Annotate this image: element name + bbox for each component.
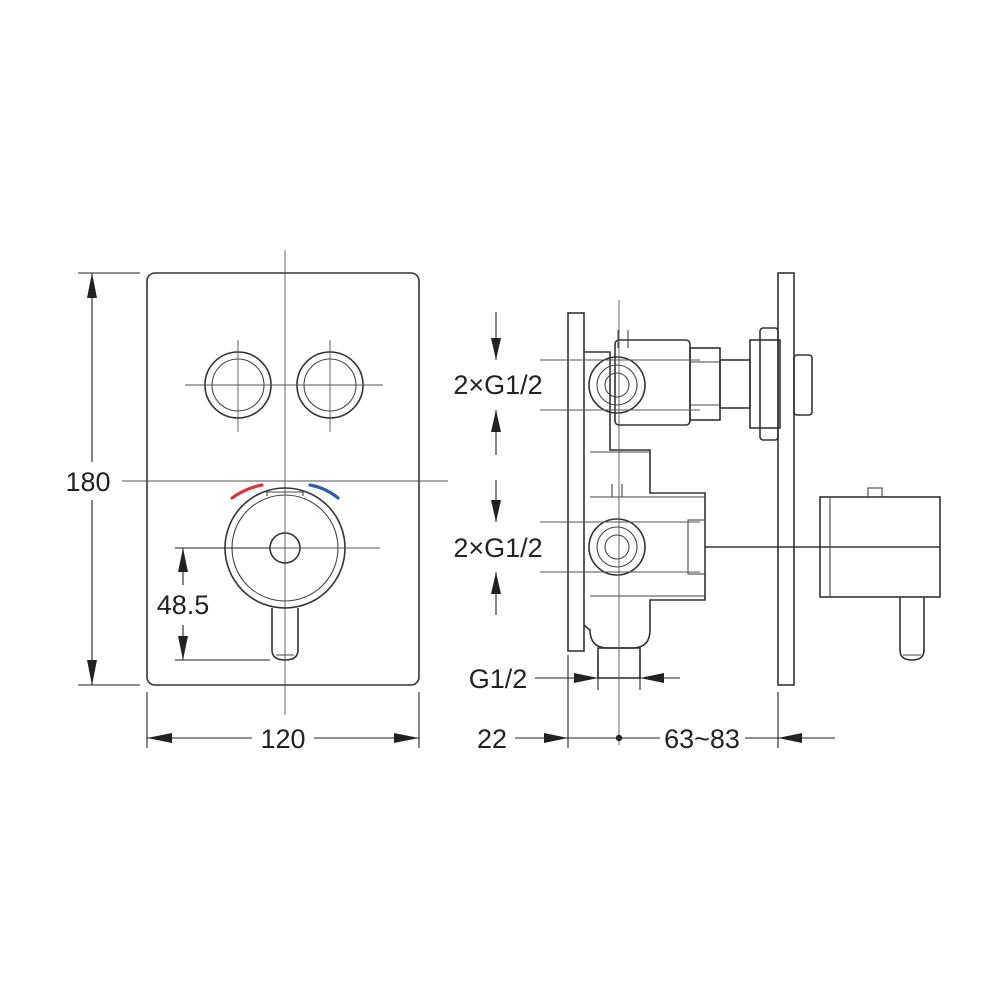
lower-port: [540, 484, 706, 576]
outlet-button-left: [185, 340, 291, 432]
mounting-plate: [567, 312, 585, 652]
cover-plate: [146, 272, 420, 686]
label-thread-bottom: G1/2: [469, 664, 528, 694]
lever-handle: [271, 608, 299, 661]
valve-body: [583, 351, 706, 649]
dimension-depth: [515, 655, 835, 748]
upper-cartridge: [614, 327, 813, 441]
dimension-handle-offset: [175, 547, 270, 661]
label-depth-range: 63~83: [664, 724, 740, 754]
label-width: 120: [260, 724, 305, 754]
label-height: 180: [65, 467, 110, 497]
wall-plate: [777, 272, 795, 686]
dimension-thread-lower: [491, 480, 501, 615]
upper-port: [540, 356, 700, 414]
dimension-width: [146, 692, 420, 748]
label-depth-front: 22: [477, 724, 507, 754]
spindle-lever: [705, 487, 941, 661]
dimension-thread-upper: [491, 312, 501, 455]
dimension-height: [78, 272, 140, 686]
cold-indicator: [308, 483, 340, 500]
label-thread-lower: 2×G1/2: [453, 533, 542, 563]
dimension-thread-bottom: [535, 655, 680, 690]
hot-indicator: [230, 483, 264, 500]
outlet-button-right: [277, 340, 383, 432]
label-handle-offset: 48.5: [157, 590, 210, 620]
label-thread-upper: 2×G1/2: [453, 370, 542, 400]
side-view: 2×G1/2 2×G1/2 G1/2: [453, 272, 941, 754]
front-view: 180 48.5 120: [65, 250, 448, 754]
